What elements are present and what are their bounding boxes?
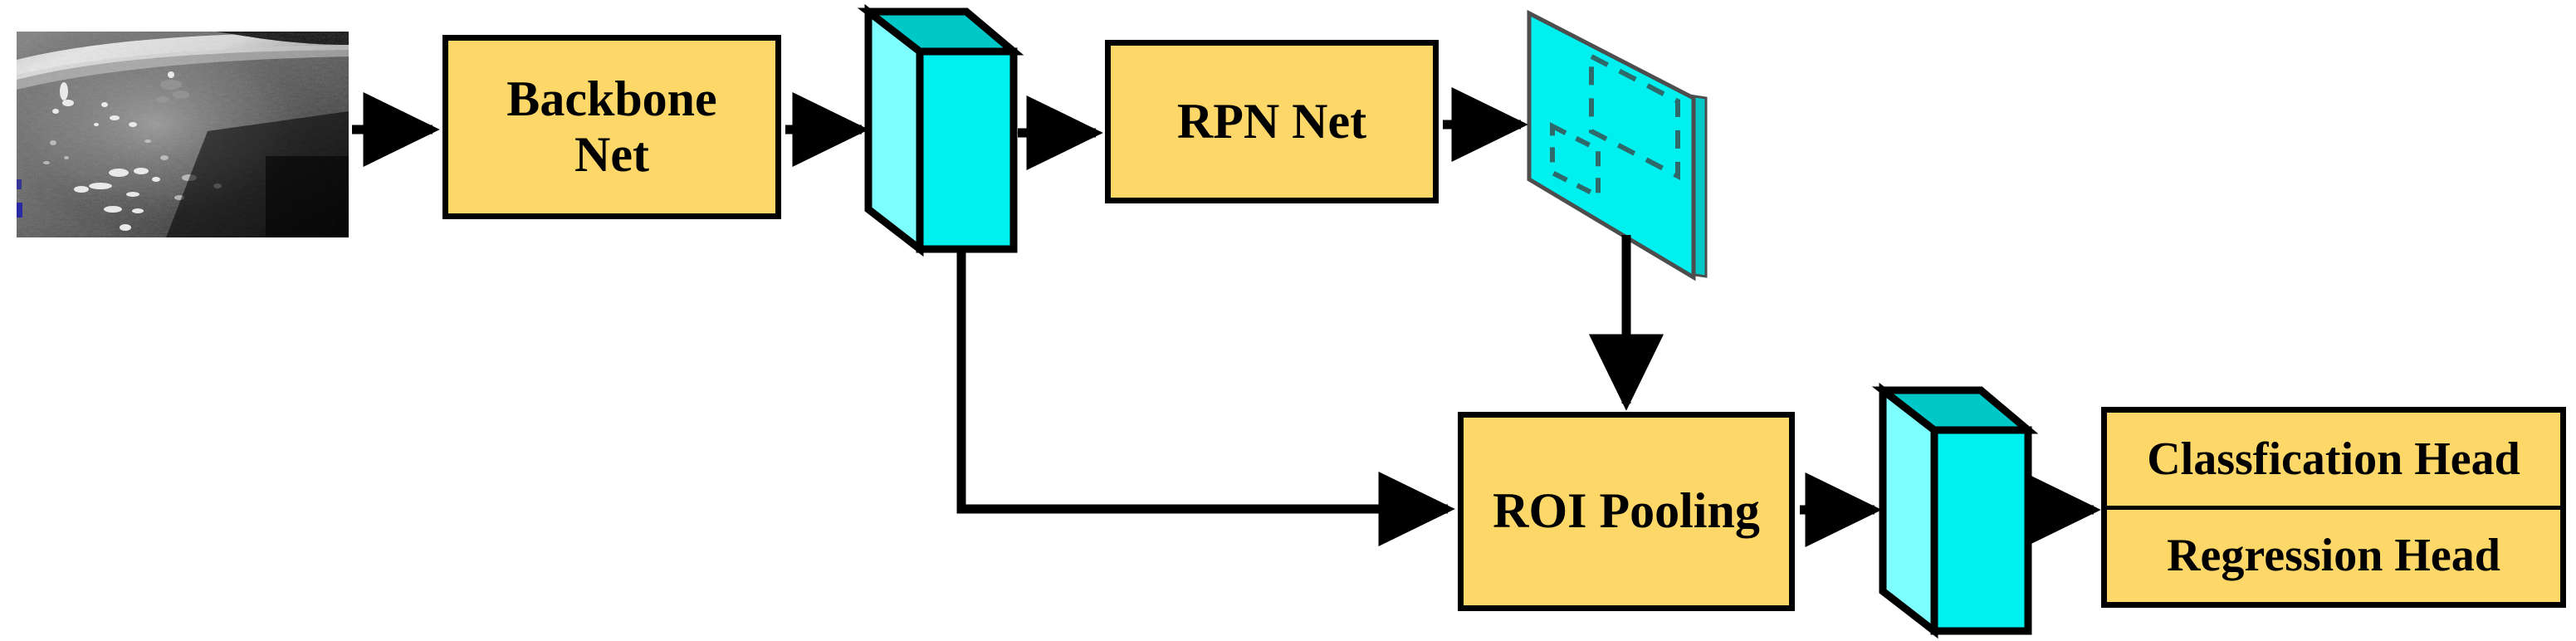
regression-head-box[interactable]: Regression Head [2107,510,2560,603]
rpn-net-box[interactable]: RPN Net [1105,40,1439,203]
feature-tensor-cube-1[interactable] [857,3,1024,257]
ultrasound-input-image [17,32,349,237]
detection-head-stack: Classfication Head Regression Head [2101,407,2566,608]
proposal-box-small [1550,122,1601,200]
classification-head-box[interactable]: Classfication Head [2107,413,2560,510]
rpn-net-label: RPN Net [1176,93,1367,149]
roi-pooling-box[interactable]: ROI Pooling [1458,412,1795,611]
roi-pooling-label: ROI Pooling [1493,483,1760,539]
proposal-box-large [1589,52,1680,180]
backbone-net-box[interactable]: Backbone Net [442,35,781,219]
regression-head-label: Regression Head [2167,530,2500,582]
ultrasound-image-raster [17,32,349,237]
region-proposal-feature-map[interactable] [1527,9,1708,281]
feature-tensor-cube-2[interactable] [1871,382,2039,639]
backbone-net-label-line1: Backbone [506,71,717,126]
classification-head-label: Classfication Head [2147,433,2520,485]
backbone-net-label-line2: Net [574,127,649,182]
edge-cube1-skip-to-roi [956,249,1455,547]
